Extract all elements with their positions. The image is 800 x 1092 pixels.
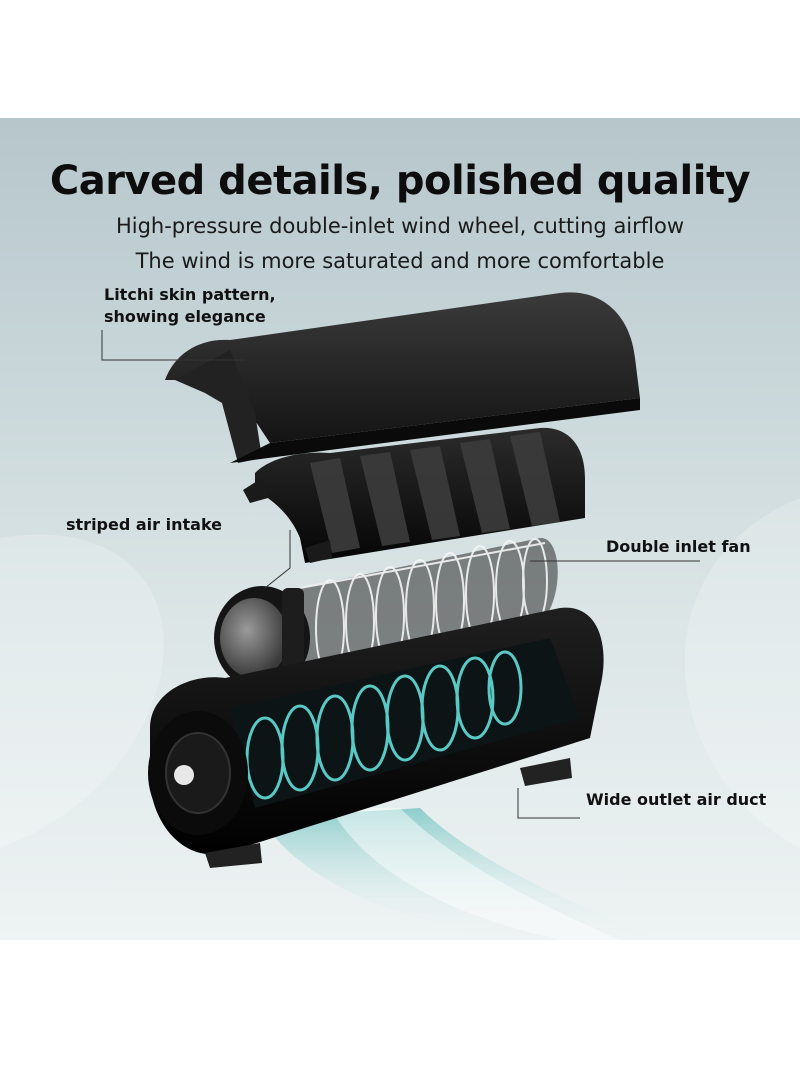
page-title: Carved details, polished quality	[49, 158, 751, 204]
callout-litchi-line-2: showing elegance	[104, 307, 266, 326]
callout-litchi-skin: Litchi skin pattern, showing elegance	[104, 284, 276, 328]
base-body	[148, 607, 604, 868]
callout-wide-outlet-air-duct: Wide outlet air duct	[586, 790, 767, 809]
subtitle-line-1: High-pressure double-inlet wind wheel, c…	[115, 214, 685, 238]
callout-striped-air-intake: striped air intake	[66, 515, 222, 534]
fan-exploded-view	[0, 292, 800, 940]
airflow-swirl-icon	[245, 650, 523, 800]
callout-litchi-line-1: Litchi skin pattern,	[104, 285, 276, 304]
top-cover-shell	[165, 292, 640, 463]
airflow-mist	[0, 498, 800, 940]
product-illustration: Carved details, polished quality High-pr…	[0, 118, 800, 940]
subtitle-line-2: The wind is more saturated and more comf…	[135, 249, 665, 273]
ribbed-intake-shell	[243, 427, 585, 563]
callout-double-inlet-fan: Double inlet fan	[606, 537, 751, 556]
callout-leaders	[101, 330, 700, 819]
